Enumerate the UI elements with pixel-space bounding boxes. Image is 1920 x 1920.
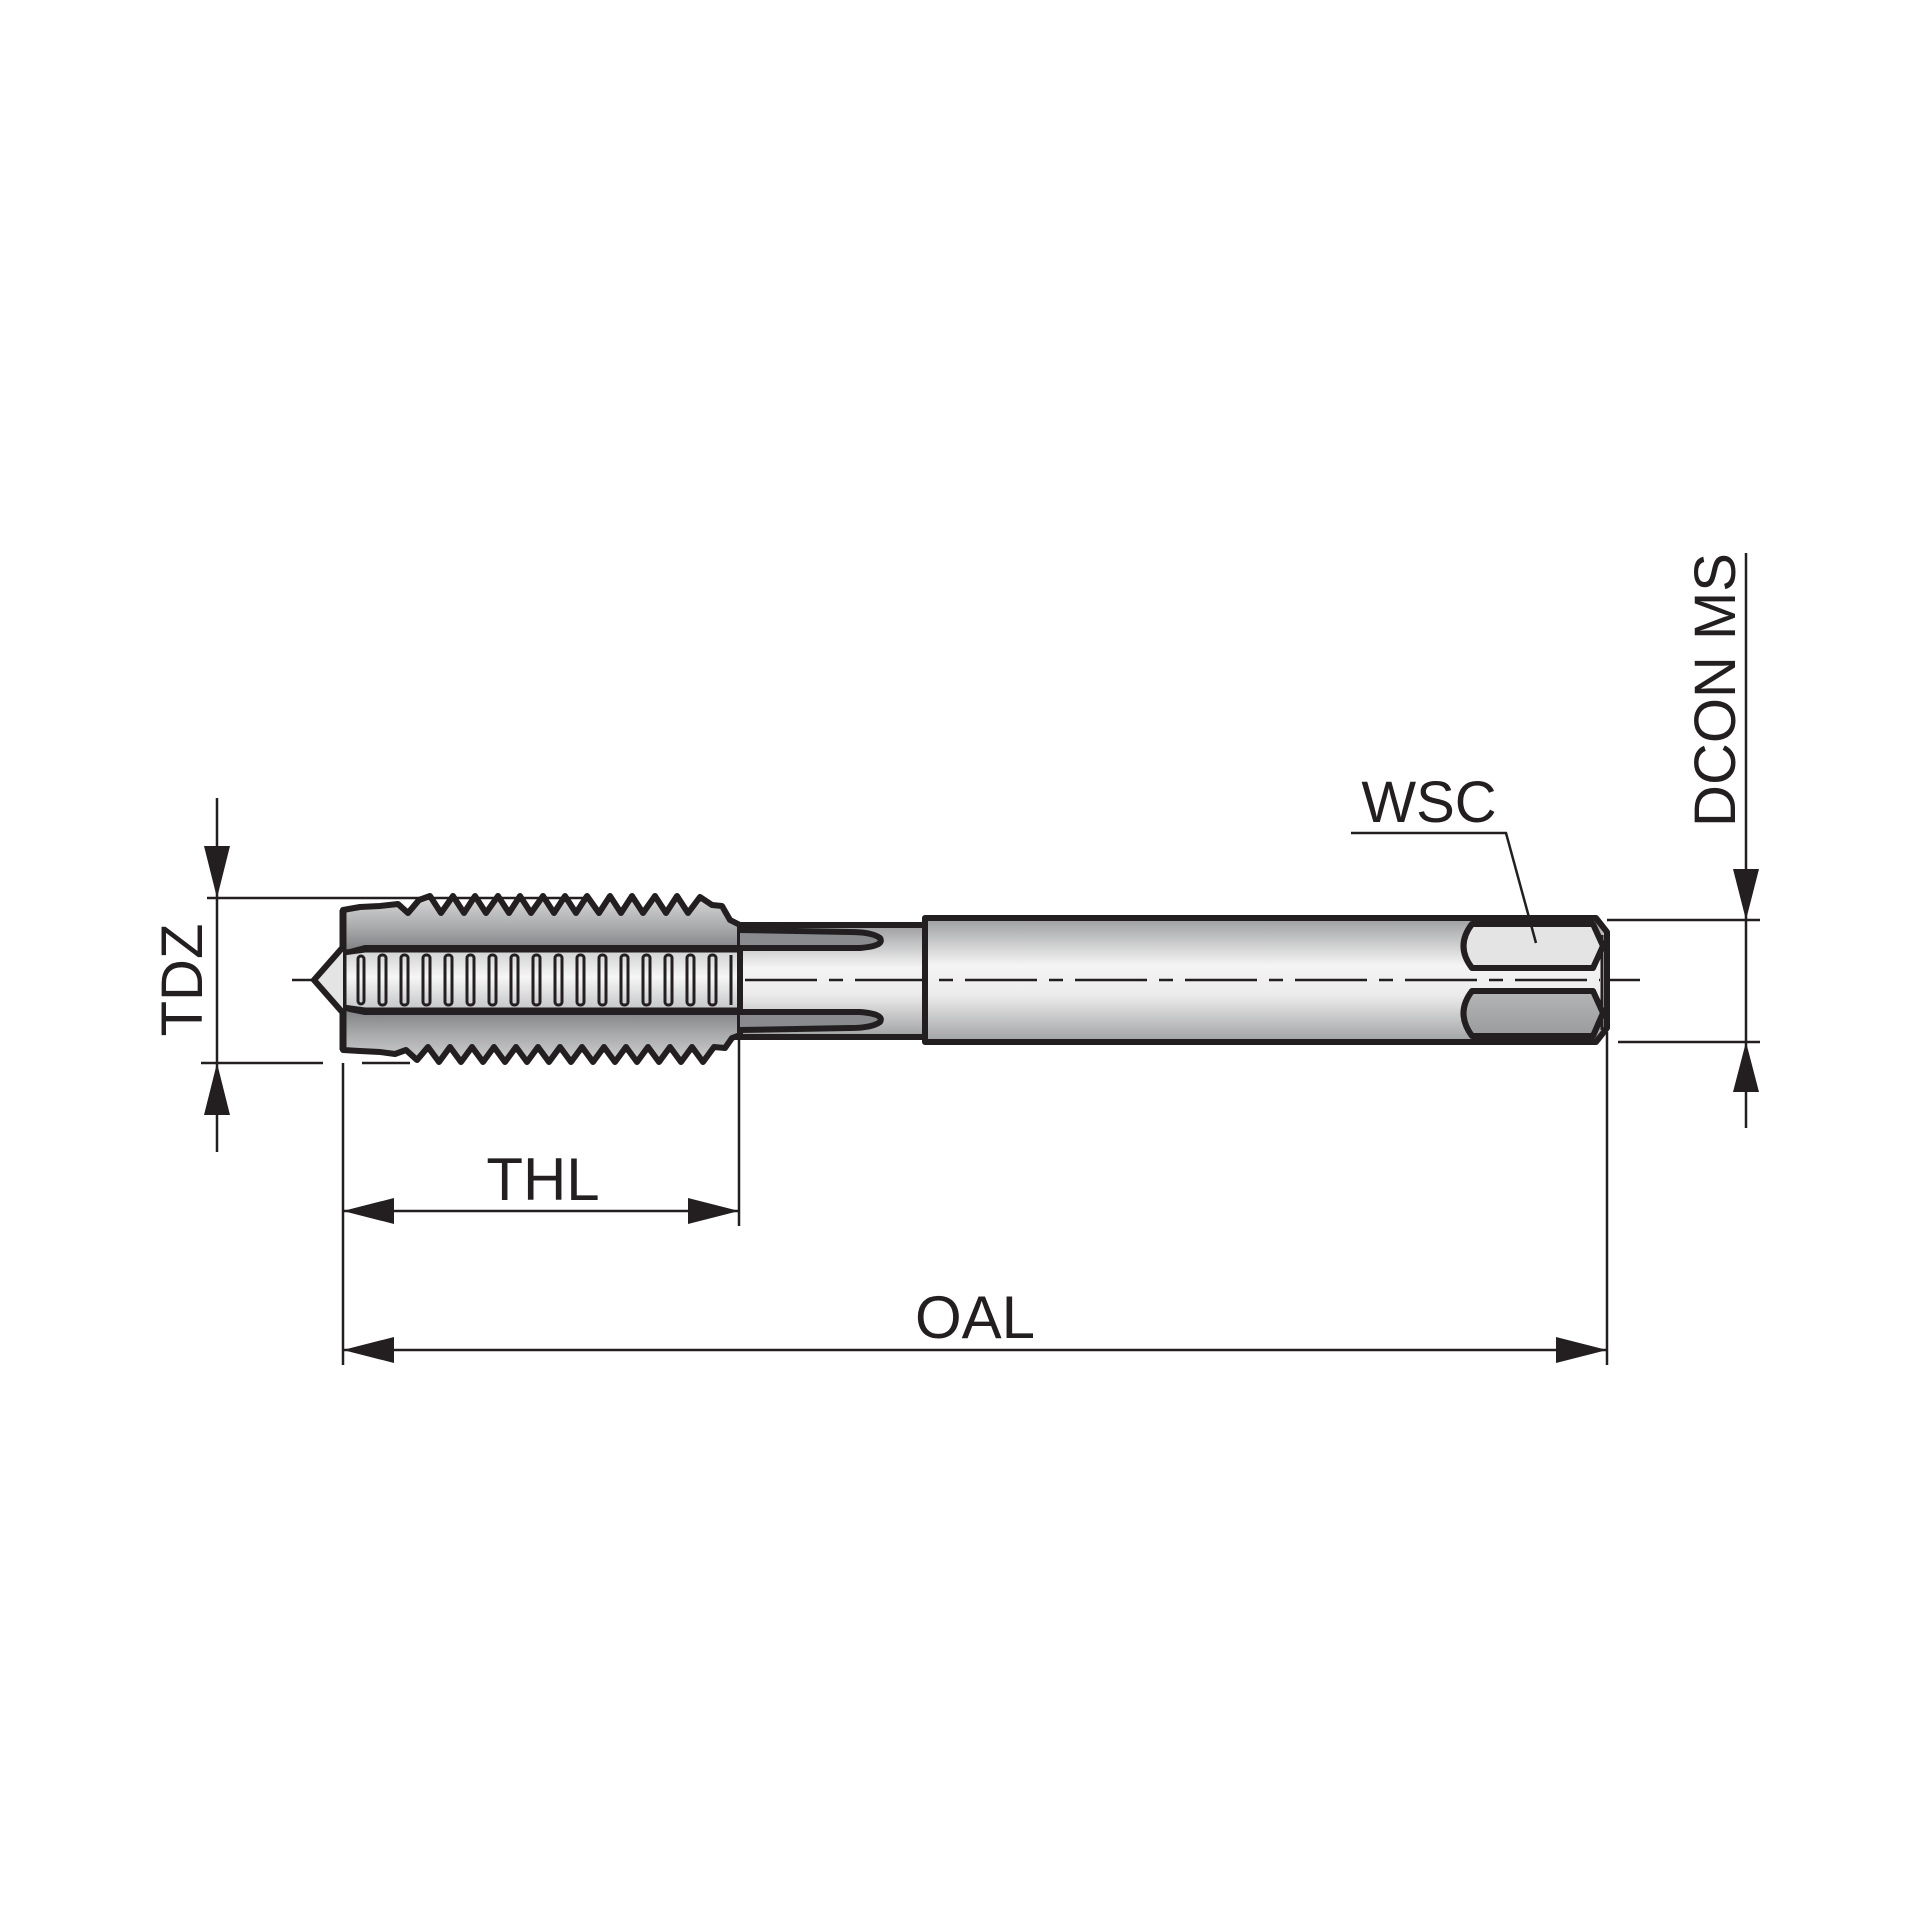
thread-stripes [356,953,733,1007]
dcon-dimension [1607,553,1760,1128]
square-flat-lower [1460,988,1606,1039]
tdz-label: TDZ [150,924,215,1037]
thl-arrow-right [688,1198,739,1224]
dcon-arrow-bottom [1733,1042,1759,1092]
thl-label: THL [486,1146,599,1213]
tdz-dimension [201,798,590,1152]
tdz-arrow-bottom [204,1063,230,1115]
square-flat-upper [1460,921,1606,971]
oal-arrow-left [343,1337,394,1363]
tap-shank [922,915,1610,1045]
tdz-arrow-top [204,846,230,898]
flute-upper-tail [739,927,884,951]
dcon-label: DCON MS [1683,553,1748,827]
thread-upper-land [340,893,743,956]
tap-body [310,893,1610,1065]
thl-arrow-left [343,1198,394,1224]
dcon-arrow-top [1733,869,1759,920]
thread-lower-land [340,1004,743,1065]
oal-label: OAL [915,1284,1035,1351]
oal-dimension [343,1032,1609,1365]
wsc-label: WSC [1361,770,1496,835]
wsc-leader [1351,831,1538,944]
flute-lower-tail [739,1009,884,1033]
thl-dimension [341,1040,741,1365]
oal-arrow-right [1556,1337,1607,1363]
tap-point [310,945,346,1015]
